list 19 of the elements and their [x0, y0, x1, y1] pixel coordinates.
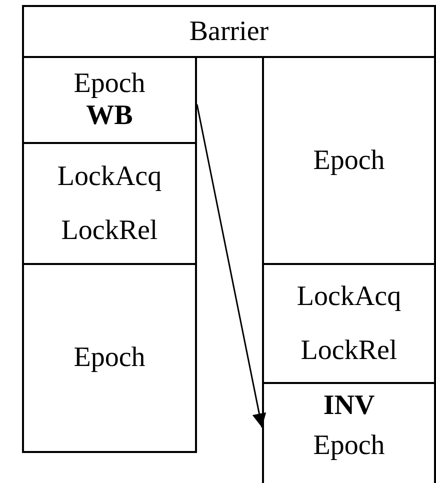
arrow [196, 104, 266, 428]
text-box [22, 142, 197, 265]
text-box [262, 56, 436, 265]
text-box [22, 56, 197, 144]
text-box [262, 263, 436, 384]
box-label: Epoch [313, 144, 385, 176]
box-label: INV [323, 390, 375, 422]
box-label: Epoch [74, 342, 146, 374]
text-box [22, 263, 197, 453]
box-label: Epoch [313, 430, 385, 462]
box-label: WB [86, 100, 133, 132]
box-label: LockRel [300, 334, 398, 366]
box-label: Epoch [74, 68, 146, 100]
box-label: LockAcq [296, 280, 402, 312]
text-box [262, 382, 436, 483]
box-label: LockRel [61, 214, 158, 246]
box-label: Barrier [189, 16, 269, 48]
box-label: LockAcq [57, 160, 162, 192]
text-box [22, 5, 436, 58]
